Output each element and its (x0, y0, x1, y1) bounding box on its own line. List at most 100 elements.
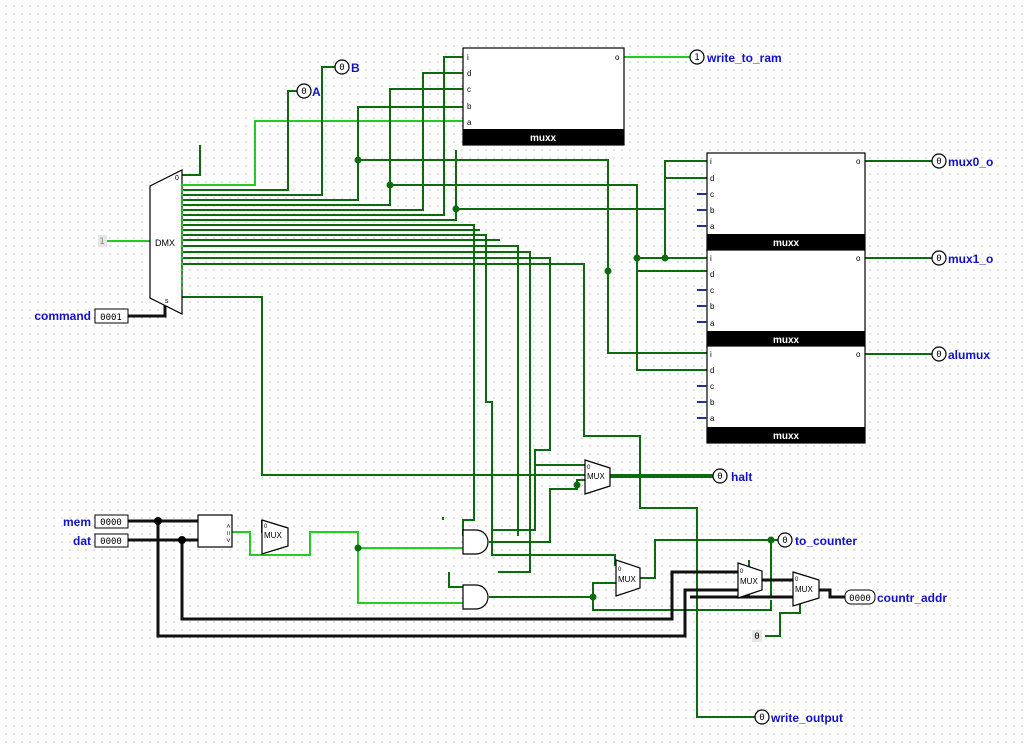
pin-value: 0001 (100, 313, 122, 323)
muxx-block-mux1[interactable]: muxx i d c b a o (697, 249, 866, 348)
port-label: d (710, 270, 714, 279)
output-mux1-o[interactable]: 0 mux1_o (931, 250, 993, 266)
pin-label: mux0_o (948, 155, 993, 169)
output-A[interactable]: 0 A (296, 83, 321, 99)
port-label: b (710, 302, 715, 311)
constant-value: 0 (754, 632, 759, 642)
muxx-bar (707, 234, 865, 250)
wire-alumux-i (358, 159, 707, 354)
port-label: b (710, 398, 715, 407)
wire-cmp-to-and2 (357, 548, 463, 604)
wire-i (182, 56, 463, 216)
wire-dmx-top (182, 145, 201, 176)
output-write-output[interactable]: 0 write_output (754, 709, 843, 725)
and-gate-1[interactable] (462, 529, 489, 555)
junction (604, 267, 612, 275)
muxx-block-alumux[interactable]: muxx i d c b a o (697, 345, 866, 444)
port-label: c (710, 286, 714, 295)
junction (452, 205, 460, 213)
mux-port: 0 (264, 524, 268, 530)
mux-small-5[interactable]: MUX 0 (792, 571, 820, 607)
output-B[interactable]: 0 B (334, 59, 360, 75)
pin-label: command (34, 309, 91, 323)
pin-value: 0 (759, 713, 764, 723)
junction (154, 517, 162, 525)
bus-dat-down (180, 540, 738, 621)
pin-label: write_output (770, 711, 843, 725)
wire-mux1-d (636, 258, 707, 272)
wire-c (182, 88, 463, 206)
pin-value: 0 (936, 254, 941, 264)
port-label: i (710, 157, 712, 166)
pin-label: mux1_o (948, 252, 993, 266)
wire-counter-loop (592, 597, 772, 611)
junction (354, 544, 362, 552)
demux-label: DMX (155, 238, 175, 248)
junction (767, 536, 775, 544)
wire-zero (765, 598, 801, 637)
wire-dmx-14 (182, 251, 531, 573)
port-label: c (467, 85, 471, 94)
output-write-to-ram[interactable]: 1 write_to_ram (689, 49, 782, 65)
port-label: o (856, 350, 861, 359)
mux-port: 0 (587, 465, 591, 471)
port-label: d (710, 366, 714, 375)
mux-small-4[interactable]: MUX 0 (737, 562, 763, 599)
mux-port: 0 (740, 569, 744, 575)
output-countr-addr[interactable]: 0000 countr_addr (844, 589, 947, 605)
muxx-title: muxx (773, 431, 800, 442)
output-alumux[interactable]: 0 alumux (931, 346, 990, 362)
port-label: i (710, 254, 712, 263)
pin-value: 1 (694, 53, 699, 63)
junction (354, 156, 362, 164)
mux-small-halt[interactable]: MUX 0 (584, 459, 611, 495)
input-mem[interactable]: 0000 mem (63, 514, 129, 529)
junction (661, 254, 669, 262)
muxx-block-ram[interactable]: muxx i d c b a o (462, 47, 625, 146)
demux-port-s: s (165, 298, 169, 305)
wire-b (182, 106, 463, 201)
pin-value: 0 (301, 87, 306, 97)
demux-component[interactable]: DMX 0 s (149, 169, 184, 315)
pin-label: countr_addr (877, 591, 947, 605)
junction (633, 254, 641, 262)
wire-mux0-d (664, 177, 707, 258)
wire-write-output (182, 263, 755, 718)
pin-label: A (312, 85, 321, 99)
junction (589, 593, 597, 601)
input-dat[interactable]: 0000 dat (73, 533, 129, 548)
pin-label: halt (731, 470, 752, 484)
output-halt[interactable]: 0 halt (712, 468, 752, 484)
wire-dmx-15 (182, 257, 551, 531)
pin-value: 0000 (100, 518, 122, 528)
and-gate-2[interactable] (462, 584, 489, 610)
pin-value: 0000 (849, 594, 871, 604)
port-label: i (710, 350, 712, 359)
wire-to-B (182, 66, 335, 196)
wire-and1-a (182, 224, 475, 536)
muxx-block-mux0[interactable]: muxx i d c b a o (697, 152, 866, 251)
port-label: i (467, 53, 469, 62)
pin-label: mem (63, 515, 91, 529)
output-mux0-o[interactable]: 0 mux0_o (931, 153, 993, 169)
comparator[interactable]: < = > (197, 514, 233, 548)
wire-alumux-d (636, 258, 707, 371)
pin-label: alumux (948, 348, 990, 362)
mux-small-3[interactable]: MUX 0 (615, 559, 641, 597)
pin-label: B (351, 61, 360, 75)
wire-and2-out (489, 582, 616, 598)
muxx-bar (707, 427, 865, 443)
demux-port-0: 0 (175, 175, 179, 182)
mux-small-1[interactable]: MUX 0 (261, 519, 289, 555)
junction (178, 536, 186, 544)
pin-value: 0 (339, 63, 344, 73)
port-label: b (467, 102, 472, 111)
mux-label: MUX (795, 585, 813, 594)
output-to-counter[interactable]: 0 to_counter (777, 532, 857, 548)
bus-command (128, 304, 167, 318)
input-command[interactable]: 0001 command (34, 308, 129, 324)
port-label: d (467, 69, 471, 78)
constant-value: 1 (99, 237, 104, 247)
constant-one: 1 (98, 235, 107, 247)
port-label: o (856, 157, 861, 166)
